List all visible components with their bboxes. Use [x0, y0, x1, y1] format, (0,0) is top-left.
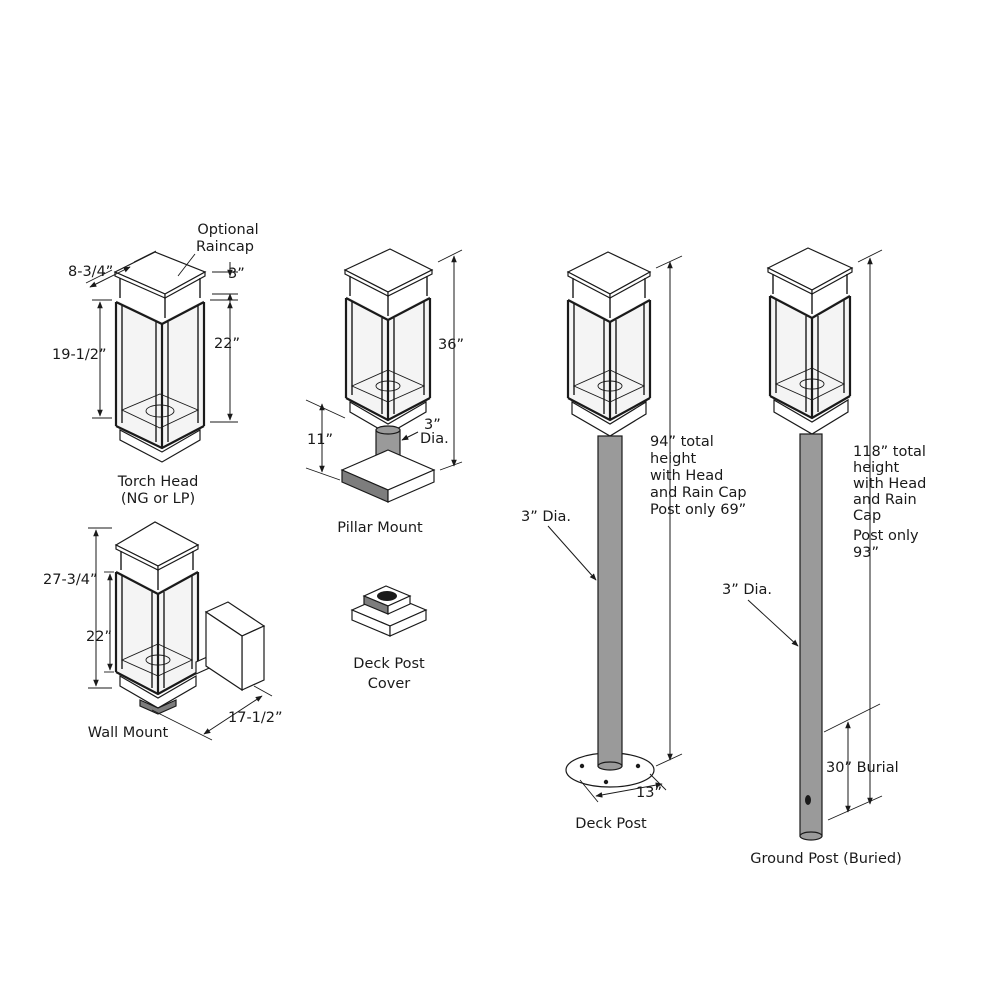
label-ground-total-6: Post only [853, 528, 919, 544]
torch-head-drawing [113, 251, 207, 463]
label-torch-cap-height: 3” [228, 266, 245, 282]
label-deck-plate: 13” [636, 785, 662, 801]
label-deck-post-cover-1: Deck Post [353, 656, 425, 672]
label-torch-width: 8-3/4” [68, 264, 113, 280]
wall-mount-drawing [114, 521, 266, 715]
label-pillar-total-height: 36” [438, 337, 464, 353]
label-optional-raincap-1: Optional [197, 222, 258, 238]
label-deck-post-cover-2: Cover [368, 676, 410, 692]
diagram-labels: Optional Raincap 8-3/4” 3” 22” 19-1/2” T… [43, 222, 926, 867]
label-wall-total-height: 27-3/4” [43, 572, 98, 588]
label-torch-overall-height: 19-1/2” [52, 347, 107, 363]
torch-dimensions [85, 250, 238, 423]
label-pillar-diameter-unit: Dia. [420, 431, 449, 447]
label-ground-total-1: 118” total [853, 444, 926, 460]
pillar-mount-drawing [340, 248, 436, 503]
label-deck-post: Deck Post [575, 816, 647, 832]
label-ground-total-4: and Rain [853, 492, 917, 508]
label-pillar-diameter: 3” [424, 417, 441, 433]
label-pillar-mount: Pillar Mount [337, 520, 423, 536]
deck-post-cover-drawing [350, 585, 428, 637]
deck-post-drawing [565, 251, 655, 788]
label-ground-total-5: Cap [853, 508, 881, 524]
label-ground-diameter: 3” Dia. [722, 582, 772, 598]
label-deck-total-3: with Head [650, 468, 723, 484]
deck-post-dimensions [547, 255, 683, 803]
ground-post-dimensions [747, 249, 883, 821]
label-ground-total-7: 93” [853, 545, 879, 561]
label-ground-post: Ground Post (Buried) [750, 851, 901, 867]
label-wall-mount: Wall Mount [88, 725, 169, 741]
pillar-dimensions [305, 249, 463, 481]
label-deck-total-4: and Rain Cap [650, 485, 747, 501]
wall-dimensions [88, 527, 273, 741]
ground-post-drawing [766, 247, 854, 841]
label-optional-raincap-2: Raincap [196, 239, 254, 255]
label-ground-burial: 30” Burial [826, 760, 899, 776]
label-deck-total-2: height [650, 451, 697, 467]
label-deck-total-1: 94” total [650, 434, 714, 450]
label-deck-total-5: Post only 69” [650, 502, 746, 518]
torch-raincap-edge-right [164, 270, 206, 300]
label-torch-head: Torch Head [117, 474, 199, 490]
label-torch-head-fuel: (NG or LP) [121, 491, 195, 507]
label-deck-diameter: 3” Dia. [521, 509, 571, 525]
label-ground-total-2: height [853, 460, 900, 476]
label-pillar-post-height: 11” [307, 432, 333, 448]
label-ground-total-3: with Head [853, 476, 926, 492]
label-wall-body-height: 22” [86, 629, 112, 645]
label-torch-body-height: 22” [214, 336, 240, 352]
label-wall-depth: 17-1/2” [228, 710, 283, 726]
